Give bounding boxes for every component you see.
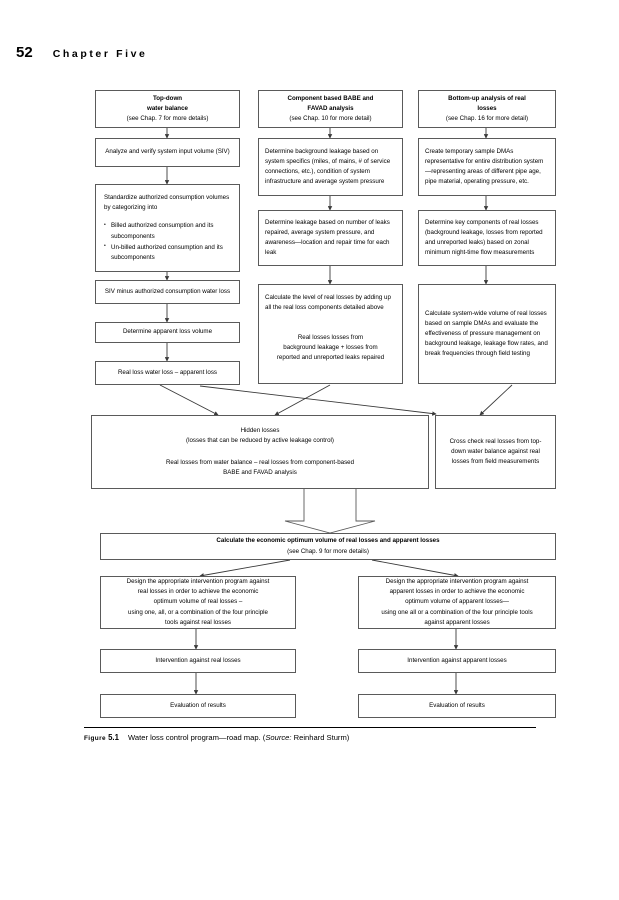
box-intervention-real-losses[interactable]: Intervention against real losses xyxy=(100,649,296,673)
spacer xyxy=(104,213,231,220)
real-design-line3: optimum volume of real losses – xyxy=(153,598,243,606)
page-number: 52 xyxy=(16,44,33,61)
standardize-bullet-list: Billed authorized consumption and its su… xyxy=(104,220,231,262)
hidden-losses-subtitle: (losses that can be reduced by active le… xyxy=(186,436,334,444)
header-left-line3: (see Chap. 7 for more details) xyxy=(126,115,209,123)
hidden-losses-formula-line2: BABE and FAVAD analysis xyxy=(223,469,297,477)
real-losses-formula-line1: Real losses losses from xyxy=(297,334,364,342)
real-design-line2: real losses in order to achieve the econ… xyxy=(137,588,259,596)
header-right-line1: Bottom-up analysis of real xyxy=(448,94,526,102)
key-components-text: Determine key components of real losses … xyxy=(425,218,543,257)
box-evaluation-results-apparent[interactable]: Evaluation of results xyxy=(358,694,556,718)
caption-source-label: Source: xyxy=(265,733,292,742)
box-intervention-apparent-losses[interactable]: Intervention against apparent losses xyxy=(358,649,556,673)
header-middle-line2: FAVAD analysis xyxy=(307,104,354,112)
real-loss-formula-text: Real loss water loss – apparent loss xyxy=(117,368,218,376)
economic-optimum-subtitle: (see Chap. 9 for more details) xyxy=(287,547,369,555)
leakage-repairs-text: Determine leakage based on number of lea… xyxy=(265,218,390,257)
calculate-real-losses-intro: Calculate the level of real losses by ad… xyxy=(265,294,391,312)
standardize-intro: Standardize authorized consumption volum… xyxy=(104,194,230,212)
box-determine-leakage-from-repairs[interactable]: Determine leakage based on number of lea… xyxy=(258,210,403,266)
header-right-line2: losses xyxy=(477,104,497,112)
real-losses-formula-line3: reported and unreported leaks repaired xyxy=(276,354,385,362)
header-middle-line1: Component based BABE and xyxy=(287,94,374,102)
caption-text: Water loss control program—road map. ( xyxy=(128,733,266,742)
box-determine-key-components-real-losses[interactable]: Determine key components of real losses … xyxy=(418,210,556,266)
box-evaluation-results-real[interactable]: Evaluation of results xyxy=(100,694,296,718)
hidden-losses-title: Hidden losses xyxy=(240,426,280,434)
caption-divider xyxy=(84,727,536,728)
box-hidden-losses[interactable]: Hidden losses (losses that can be reduce… xyxy=(91,415,429,489)
block-down-arrow xyxy=(284,489,376,534)
real-design-line1: Design the appropriate intervention prog… xyxy=(126,578,270,586)
figure-caption: Figure 5.1 Water loss control program—ro… xyxy=(84,733,554,743)
figure-word: Figure xyxy=(84,735,106,742)
real-design-line5: tools against real losses xyxy=(164,618,232,626)
apparent-design-line3: optimum volume of apparent losses— xyxy=(405,598,509,606)
chapter-label: Chapter Five xyxy=(52,48,148,60)
header-middle-line3: (see Chap. 10 for more detail) xyxy=(289,115,372,123)
caption-source-name: Reinhard Sturm) xyxy=(291,733,350,742)
siv-minus-text: SIV minus authorized consumption water l… xyxy=(104,287,231,295)
apparent-design-line4: using one all or a combination of the fo… xyxy=(381,608,533,616)
box-standardize-authorized-consumption[interactable]: Standardize authorized consumption volum… xyxy=(95,184,240,272)
real-losses-formula-line2: background leakage + losses from xyxy=(283,344,378,352)
box-calculate-level-real-losses[interactable]: Calculate the level of real losses by ad… xyxy=(258,284,403,384)
box-real-loss-formula[interactable]: Real loss water loss – apparent loss xyxy=(95,361,240,385)
header-right-line3: (see Chap. 16 for more detail) xyxy=(445,115,529,123)
apparent-evaluation-text: Evaluation of results xyxy=(429,701,485,709)
header-box-component-babe-favad[interactable]: Component based BABE and FAVAD analysis … xyxy=(258,90,403,128)
real-evaluation-text: Evaluation of results xyxy=(170,701,226,709)
system-wide-volume-text: Calculate system-wide volume of real los… xyxy=(425,309,548,358)
cross-check-text: Cross check real losses from top-down wa… xyxy=(449,437,542,466)
box-determine-apparent-loss-volume[interactable]: Determine apparent loss volume xyxy=(95,322,240,343)
list-item: Billed authorized consumption and its su… xyxy=(104,221,231,241)
background-leakage-text: Determine background leakage based on sy… xyxy=(265,147,391,186)
box-design-intervention-real-losses[interactable]: Design the appropriate intervention prog… xyxy=(100,576,296,629)
economic-optimum-title: Calculate the economic optimum volume of… xyxy=(216,537,440,545)
box-create-temporary-sample-dmas[interactable]: Create temporary sample DMAs representat… xyxy=(418,138,556,196)
box-analyze-verify-siv-text: Analyze and verify system input volume (… xyxy=(105,148,230,156)
box-siv-minus-authorized-consumption[interactable]: SIV minus authorized consumption water l… xyxy=(95,280,240,304)
header-box-top-down-water-balance[interactable]: Top-down water balance (see Chap. 7 for … xyxy=(95,90,240,128)
figure-number: 5.1 xyxy=(108,733,119,742)
apparent-design-line2: apparent losses in order to achieve the … xyxy=(389,588,525,596)
box-analyze-verify-siv[interactable]: Analyze and verify system input volume (… xyxy=(95,138,240,167)
box-cross-check-real-losses[interactable]: Cross check real losses from top-down wa… xyxy=(435,415,556,489)
header-left-line1: Top-down xyxy=(152,94,183,102)
box-calculate-system-wide-volume[interactable]: Calculate system-wide volume of real los… xyxy=(418,284,556,384)
box-determine-background-leakage[interactable]: Determine background leakage based on sy… xyxy=(258,138,403,196)
list-item: Un-billed authorized consumption and its… xyxy=(104,242,231,263)
real-design-line4: using one, all, or a combination of the … xyxy=(128,608,268,616)
apparent-design-line5: against apparent losses xyxy=(424,618,490,626)
page-header: 52 Chapter Five xyxy=(16,44,148,61)
header-left-line2: water balance xyxy=(147,104,188,112)
spacer xyxy=(265,313,396,333)
sample-dmas-text: Create temporary sample DMAs representat… xyxy=(425,147,544,186)
header-box-bottom-up-analysis[interactable]: Bottom-up analysis of real losses (see C… xyxy=(418,90,556,128)
box-design-intervention-apparent-losses[interactable]: Design the appropriate intervention prog… xyxy=(358,576,556,629)
box-calculate-economic-optimum[interactable]: Calculate the economic optimum volume of… xyxy=(100,533,556,560)
apparent-loss-text: Determine apparent loss volume xyxy=(122,328,213,336)
hidden-losses-formula-line1: Real losses from water balance – real lo… xyxy=(165,459,355,466)
real-intervention-text: Intervention against real losses xyxy=(155,656,241,664)
apparent-design-line1: Design the appropriate intervention prog… xyxy=(385,578,529,586)
apparent-intervention-text: Intervention against apparent losses xyxy=(407,656,507,664)
